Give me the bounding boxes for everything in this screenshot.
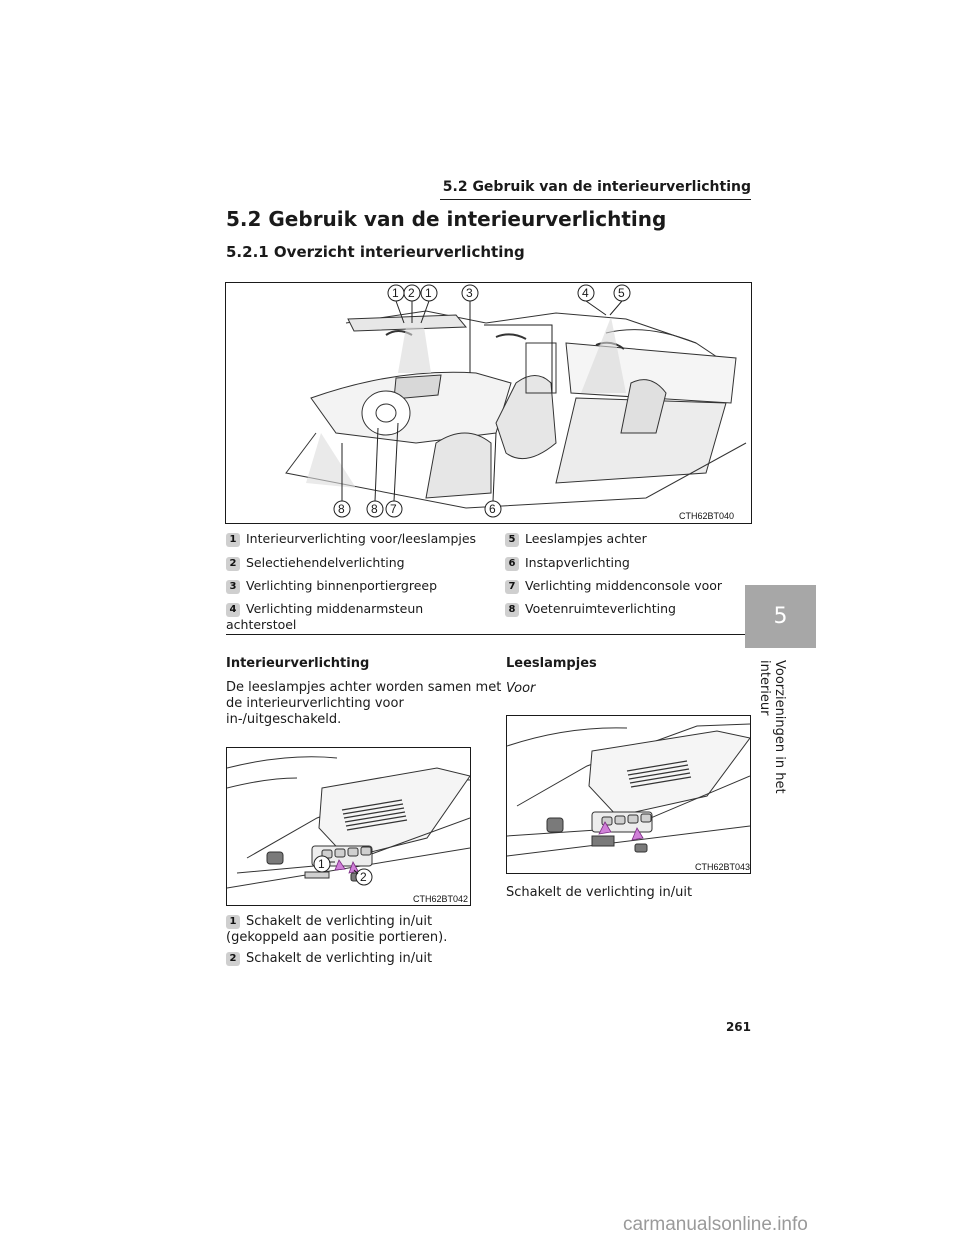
- callout-3: 3: [466, 286, 473, 300]
- callout-1: 1: [318, 857, 325, 871]
- reading-lamps-sub: Voor: [506, 681, 536, 696]
- interior-lighting-figure: 1 2 CTH62BT042: [226, 747, 471, 906]
- section-divider: [226, 634, 751, 635]
- car-interior-illustration: [285, 284, 747, 518]
- interior-lighting-heading: Interieurverlichting: [226, 656, 370, 671]
- figure-code: CTH62BT042: [413, 894, 469, 904]
- legend-callout: 3: [226, 580, 240, 594]
- running-header: 5.2 Gebruik van de interieurverlichting: [440, 179, 751, 200]
- callout-2: 2: [360, 870, 367, 884]
- callout-8b: 8: [371, 502, 378, 516]
- overhead-console-illustration: [227, 756, 470, 889]
- figure-code: CTH62BT043: [695, 862, 751, 872]
- item-callout: 1: [226, 915, 240, 929]
- front-reading-lamp-illustration: [507, 723, 750, 857]
- callout-1b: 1: [425, 286, 432, 300]
- callout-6: 6: [489, 502, 496, 516]
- legend-callout: 4: [226, 603, 240, 617]
- subsection-title: 5.2.1 Overzicht interieurverlichting: [226, 243, 525, 261]
- legend-callout: 6: [505, 557, 519, 571]
- reading-lamps-figure: CTH62BT043: [506, 715, 751, 874]
- legend-callout: 2: [226, 557, 240, 571]
- callout-4: 4: [582, 286, 589, 300]
- callout-5: 5: [618, 286, 625, 300]
- interior-overview-figure: 1 2 1 3 4 5 8 8 7 6 CTH62BT040: [225, 282, 752, 524]
- callout-1a: 1: [392, 286, 399, 300]
- interior-lighting-text: De leeslampjes achter worden samen met d…: [226, 680, 502, 727]
- chapter-title-vertical: Voorzieningen in het interieur: [757, 660, 787, 794]
- page-number: 261: [725, 1020, 751, 1034]
- callout-8a: 8: [338, 502, 345, 516]
- item-callout: 2: [226, 952, 240, 966]
- legend-callout: 8: [505, 603, 519, 617]
- section-title: 5.2 Gebruik van de interieurverlichting: [226, 207, 667, 231]
- chapter-tab: 5: [745, 585, 816, 648]
- reading-lamps-heading: Leeslampjes: [506, 656, 597, 671]
- legend-callout: 7: [505, 580, 519, 594]
- reading-lamps-caption: Schakelt de verlichting in/uit: [506, 885, 693, 900]
- callout-7: 7: [390, 502, 397, 516]
- legend-callout: 1: [226, 533, 240, 547]
- legend-callout: 5: [505, 533, 519, 547]
- watermark: carmanualsonline.info: [623, 1214, 808, 1235]
- figure-code: CTH62BT040: [679, 511, 735, 521]
- callout-2: 2: [408, 286, 415, 300]
